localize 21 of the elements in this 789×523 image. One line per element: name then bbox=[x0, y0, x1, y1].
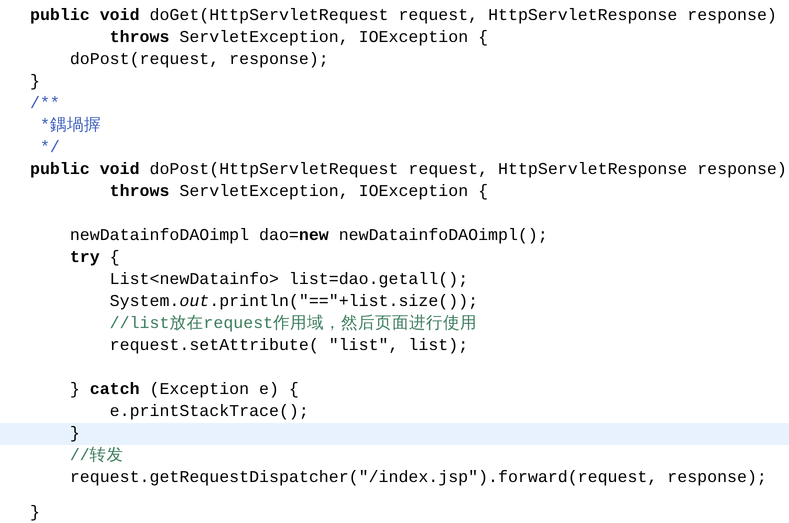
code-comment: //list放在request作用域，然后页面进行使用 bbox=[110, 313, 478, 335]
code-line: } bbox=[30, 71, 40, 93]
code-line: public void doPost(HttpServletRequest request, HttpServletResponse response) bbox=[30, 159, 787, 181]
code-line: throws ServletException, IOException { bbox=[110, 27, 488, 49]
code-comment: //转发 bbox=[70, 445, 124, 467]
code-line: newDatainfoDAOimpl dao=new newDatainfoDAOimpl(); bbox=[70, 225, 548, 247]
code-line: request.setAttribute( "list", list); bbox=[110, 335, 468, 357]
code-line: List<newDatainfo> list=dao.getall(); bbox=[110, 269, 468, 291]
code-line: throws ServletException, IOException { bbox=[110, 181, 488, 203]
code-comment: *鍝堝搱 bbox=[40, 115, 101, 137]
code-comment: /** bbox=[30, 93, 60, 115]
code-comment: */ bbox=[40, 137, 60, 159]
code-line: request.getRequestDispatcher("/index.jsp").forward(request, response); bbox=[70, 467, 767, 489]
code-line: public void doGet(HttpServletRequest request, HttpServletResponse response) bbox=[30, 5, 777, 27]
code-line: } bbox=[70, 423, 80, 445]
code-line: } catch (Exception e) { bbox=[70, 379, 299, 401]
code-line: e.printStackTrace(); bbox=[110, 401, 309, 423]
code-line: try { bbox=[70, 247, 120, 269]
code-line: } bbox=[30, 502, 40, 523]
code-line: doPost(request, response); bbox=[70, 49, 329, 71]
code-line: System.out.println("=="+list.size()); bbox=[110, 291, 478, 313]
